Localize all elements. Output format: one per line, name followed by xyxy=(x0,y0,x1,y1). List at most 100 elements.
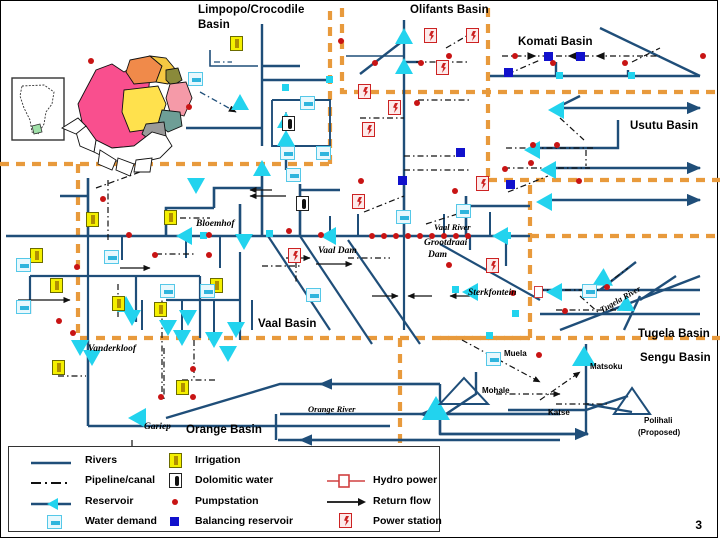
irrigation-icon xyxy=(112,296,125,311)
pumpstation-icon xyxy=(446,262,452,268)
pumpstation-icon xyxy=(158,394,164,400)
place-label-vanderkloof: Vanderkloof xyxy=(88,344,137,354)
pipeline-dashdot-icon xyxy=(31,482,71,484)
pumpstation-icon xyxy=(172,499,178,505)
africa-locator-map xyxy=(11,77,65,141)
komati-pipelines xyxy=(502,47,661,75)
pumpstation-icon xyxy=(190,366,196,372)
dolomitic-water-icon xyxy=(169,473,182,488)
page-number: 3 xyxy=(695,518,702,532)
place-label-polihali: Polihali xyxy=(644,416,673,425)
legend-label-balancing: Balancing reservoir xyxy=(195,515,294,527)
water-demand-icon xyxy=(582,284,597,298)
irrigation-icon xyxy=(52,360,65,375)
water-demand-icon xyxy=(280,146,295,160)
power-station-icon xyxy=(358,84,371,99)
water-demand-icon xyxy=(456,204,471,218)
pumpstation-icon xyxy=(372,60,378,66)
basin-label-olifants: Olifants Basin xyxy=(410,4,489,16)
power-station-icon xyxy=(388,100,401,115)
pumpstation-icon xyxy=(74,264,80,270)
basin-label-komati: Komati Basin xyxy=(518,36,593,48)
pumpstation-icon xyxy=(530,142,536,148)
power-station-icon xyxy=(352,194,365,209)
water-demand-icon xyxy=(306,288,321,302)
water-demand-icon xyxy=(16,258,31,272)
sengu-pipelines xyxy=(461,339,610,405)
balancing-reservoir-icon xyxy=(544,52,553,61)
place-label-muela: Muela xyxy=(504,349,527,358)
legend-label-irrigation: Irrigation xyxy=(195,454,241,466)
power-station-icon xyxy=(486,258,499,273)
pumpstation-icon xyxy=(358,178,364,184)
pumpstation-icon xyxy=(152,252,158,258)
pumpstation-icon xyxy=(700,53,706,59)
basin-label-orange: Orange Basin xyxy=(186,424,262,436)
basin-label-limpopo-line2: Basin xyxy=(198,19,230,31)
return-flow-arrow-icon xyxy=(327,498,366,506)
place-label-sterkfontein: Sterkfontein xyxy=(468,288,517,298)
water-demand-icon xyxy=(286,168,301,182)
water-demand-icon xyxy=(160,284,175,298)
pumpstation-icon xyxy=(622,60,628,66)
pumpstation-icon xyxy=(206,252,212,258)
pumpstation-icon xyxy=(318,232,324,238)
place-label-grootdraai-dam-line2: Dam xyxy=(428,250,447,260)
basin-label-vaal: Vaal Basin xyxy=(258,318,317,330)
power-station-icon xyxy=(466,28,479,43)
water-demand-icon xyxy=(200,284,215,298)
power-station-icon xyxy=(339,513,352,528)
irrigation-icon xyxy=(230,36,243,51)
pumpstation-icon xyxy=(88,58,94,64)
dolomitic-water-icon xyxy=(282,116,295,131)
legend-label-power-station: Power station xyxy=(373,515,442,527)
balancing-reservoir-icon xyxy=(456,148,465,157)
pumpstation-icon xyxy=(186,104,192,110)
hydro-power-icon xyxy=(327,474,365,488)
pumpstation-icon xyxy=(528,160,534,166)
balancing-reservoir-icon xyxy=(576,52,585,61)
pumpstation-icon xyxy=(562,308,568,314)
water-demand-icon xyxy=(188,72,203,86)
pumpstation-icon xyxy=(554,142,560,148)
pumpstation-icon xyxy=(576,178,582,184)
water-demand-icon xyxy=(396,210,411,224)
water-demand-icon xyxy=(316,146,331,160)
water-demand-icon xyxy=(47,515,62,529)
pumpstation-icon xyxy=(510,290,516,296)
reservoir-triangle-icon xyxy=(31,498,71,510)
power-station-icon xyxy=(476,176,489,191)
pumpstation-icon xyxy=(126,232,132,238)
pumpstation-icon xyxy=(70,330,76,336)
pumpstation-icon xyxy=(414,100,420,106)
pumpstation-icon xyxy=(56,318,62,324)
river-label-orange-river: Orange River xyxy=(308,404,356,414)
place-label-grootdraai-dam-line1: Grootdraai xyxy=(424,238,468,248)
hydro-power-icon xyxy=(534,286,543,298)
legend-label-reservoir: Reservoir xyxy=(85,495,134,507)
river-line-icon xyxy=(31,461,71,465)
power-station-icon xyxy=(424,28,437,43)
water-demand-icon xyxy=(16,300,31,314)
pumpstation-icon xyxy=(550,60,556,66)
balancing-reservoir-icon xyxy=(506,180,515,189)
power-station-icon xyxy=(436,60,449,75)
legend-panel: Rivers Pipeline/canal Reservoir Water de… xyxy=(8,446,442,532)
irrigation-icon xyxy=(50,278,63,293)
place-label-bloemhof: Bloemhof xyxy=(196,219,235,229)
pumpstation-icon xyxy=(502,166,508,172)
proposed-dam-outlines xyxy=(437,376,652,415)
basin-label-limpopo-line1: Limpopo/Crocodile xyxy=(198,4,305,16)
water-demand-icon xyxy=(104,250,119,264)
legend-label-hydro: Hydro power xyxy=(373,474,438,486)
water-demand-icon xyxy=(300,96,315,110)
irrigation-icon xyxy=(176,380,189,395)
legend-label-dolomitic: Dolomitic water xyxy=(195,474,274,486)
komati-network xyxy=(490,26,701,78)
pumpstation-icon xyxy=(338,38,344,44)
pumpstation-icon xyxy=(512,53,518,59)
